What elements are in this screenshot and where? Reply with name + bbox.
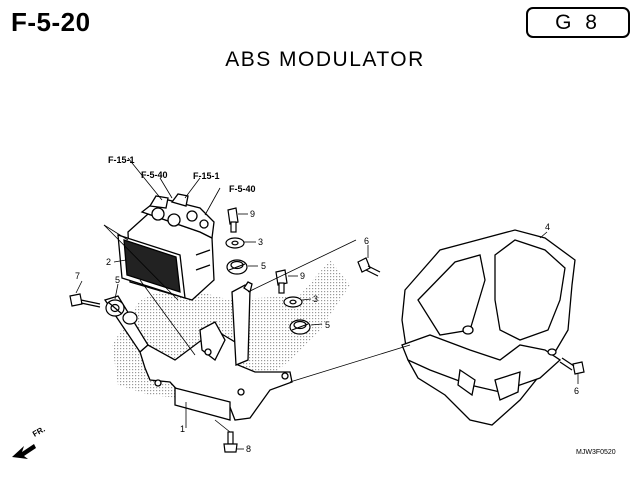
callout-number: 3 xyxy=(313,294,319,304)
rubber-grommet-2 xyxy=(289,319,311,335)
callout-number: 9 xyxy=(300,271,306,281)
callout-number: 3 xyxy=(258,237,264,247)
flange-bolt-8 xyxy=(223,431,238,453)
cross-ref-label: F-5-40 xyxy=(141,170,168,180)
collar-2 xyxy=(283,296,303,308)
cross-ref-label: F-15-1 xyxy=(193,171,220,181)
callout-number: 5 xyxy=(325,320,331,330)
flange-bolt-9-lower xyxy=(275,269,288,294)
callout-number: 9 xyxy=(250,209,256,219)
abs-modulator-unit xyxy=(117,193,215,301)
group-code: G 8 xyxy=(555,10,601,34)
rubber-grommet-3 xyxy=(105,299,125,317)
callout-number: 2 xyxy=(106,257,112,267)
callout-number: 1 xyxy=(180,424,186,434)
callout-number: 5 xyxy=(261,261,267,271)
callout-number: 7 xyxy=(75,271,81,281)
washer-left xyxy=(122,311,138,325)
figure-code: MJW3F0520 xyxy=(576,449,616,456)
callout-number: 8 xyxy=(246,444,252,454)
page-code: F-5-20 xyxy=(11,7,91,37)
callout-number: 4 xyxy=(545,222,551,232)
diagram-title-text: ABS MODULATOR xyxy=(225,48,425,71)
collar-1 xyxy=(225,237,245,249)
cross-ref-label: F-5-40 xyxy=(229,184,256,194)
front-arrow-icon xyxy=(12,444,36,459)
rubber-grommet-1 xyxy=(226,259,248,275)
bolt-6-upper xyxy=(357,257,381,277)
flange-bolt-7 xyxy=(69,293,101,308)
flange-bolt-9-upper xyxy=(227,207,239,233)
group-code-badge: G 8 xyxy=(526,7,630,38)
callout-number: 6 xyxy=(574,386,580,396)
leader-lines xyxy=(75,157,579,450)
abs-modulator-cover xyxy=(401,229,576,426)
diagram-title: ABS MODULATOR xyxy=(0,48,644,72)
cross-ref-label: F-15-1 xyxy=(108,155,135,165)
bolt-6-lower xyxy=(559,357,585,375)
callout-number: 5 xyxy=(115,275,121,285)
callout-number: 6 xyxy=(364,236,370,246)
